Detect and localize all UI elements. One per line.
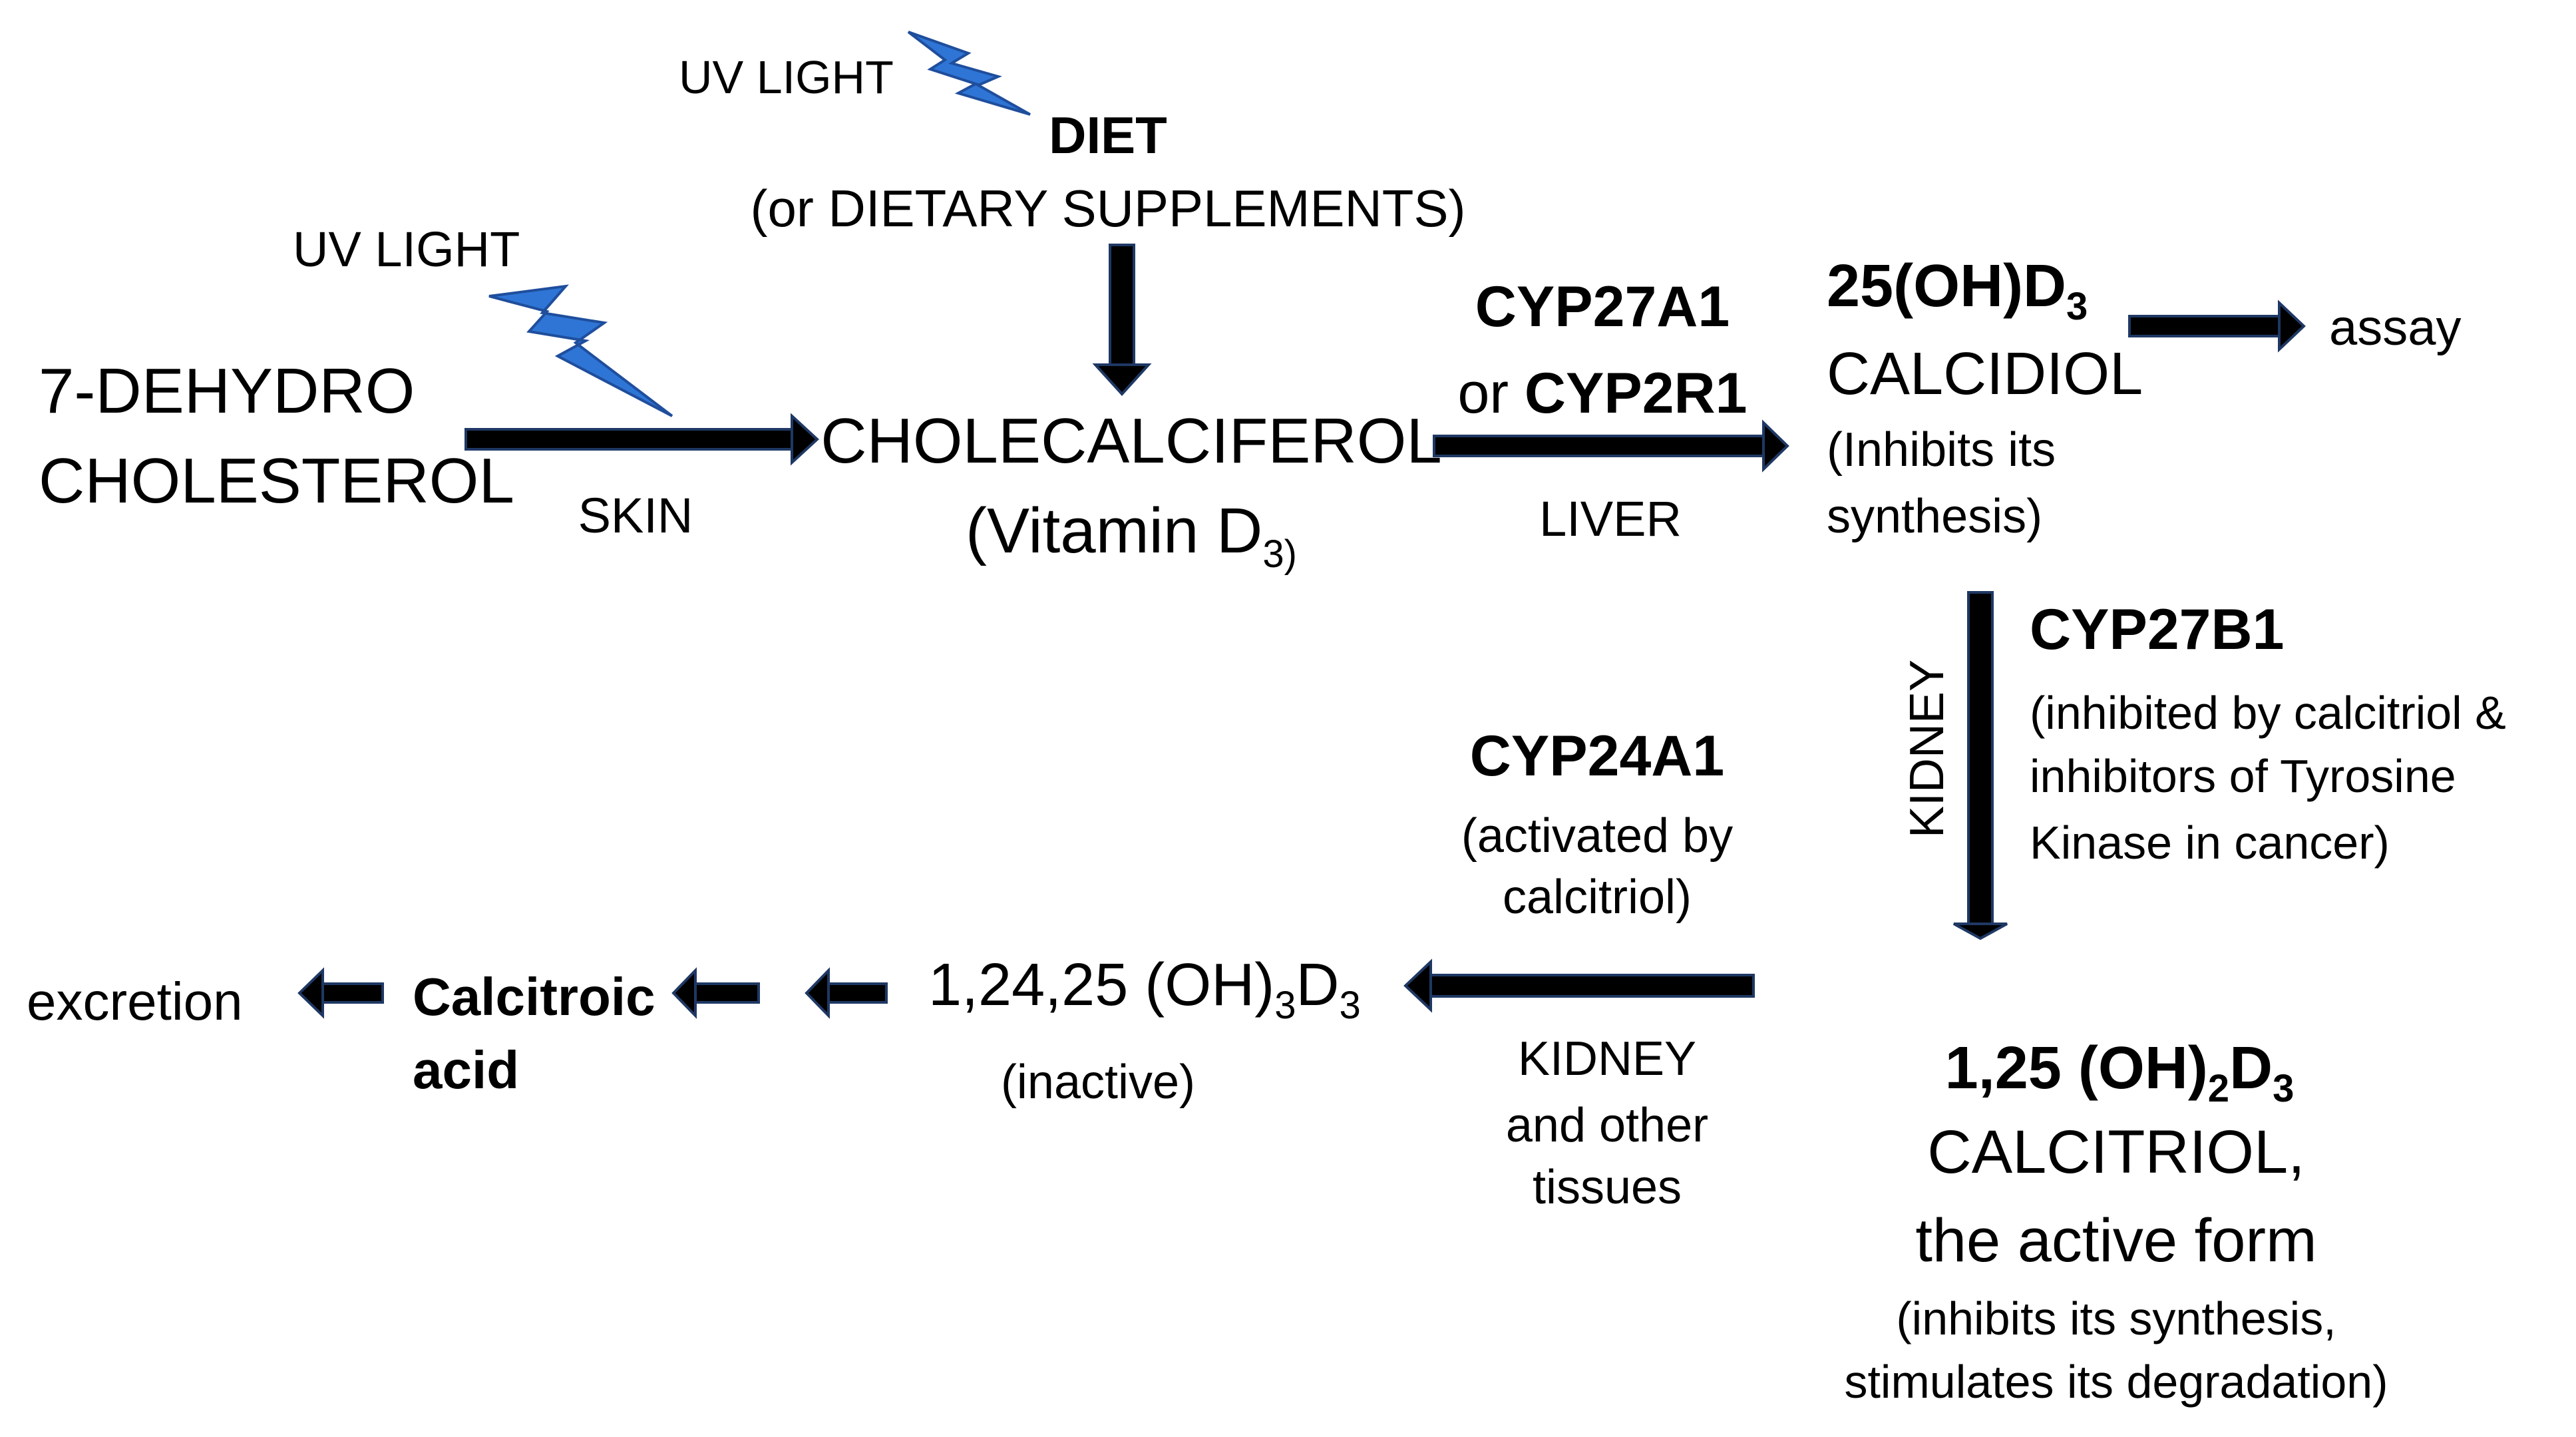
calcidiol-note-2: synthesis) (1827, 490, 2042, 543)
excretion-label: excretion (27, 972, 243, 1031)
uv-light-left-label: UV LIGHT (293, 222, 520, 277)
uv-light-top-label: UV LIGHT (679, 51, 894, 103)
cyp2r1-label: or CYP2R1 (1458, 361, 1748, 425)
calcitriol-desc: the active form (1915, 1207, 2316, 1275)
arrow-assay (2128, 300, 2306, 353)
kidney-tissues-2: and other (1506, 1099, 1708, 1152)
inactive-label: (inactive) (1001, 1056, 1195, 1109)
cyp24a1-note-1: (activated by (1461, 809, 1733, 863)
inactive-formula: 1,24,25 (OH)3D3 (928, 952, 1361, 1027)
cyp24a1-label: CYP24A1 (1470, 724, 1724, 788)
diet-sub-label: (or DIETARY SUPPLEMENTS) (751, 179, 1466, 238)
cyp27b1-label: CYP27B1 (2030, 598, 2284, 662)
assay-label: assay (2329, 300, 2462, 356)
kidney-tissues-3: tissues (1533, 1161, 1682, 1214)
calcitroic-acid-line2: acid (413, 1040, 519, 1100)
arrow-kidney-down (1953, 591, 2008, 940)
arrow-small-1 (805, 967, 888, 1019)
cholecalciferol-label: CHOLECALCIFEROL (821, 405, 1442, 477)
kidney-tissues-1: KIDNEY (1518, 1032, 1696, 1086)
kidney-vertical-label: KIDNEY (1901, 660, 1954, 838)
arrow-cyp24a1-left (1403, 958, 1755, 1013)
precursor-line1: 7-DEHYDRO (39, 355, 415, 427)
skin-label: SKIN (578, 488, 693, 543)
arrow-small-2 (671, 967, 760, 1019)
arrow-diet-down (1092, 244, 1152, 396)
diet-label: DIET (1049, 106, 1167, 164)
vitamin-d3-label: (Vitamin D3) (966, 495, 1297, 576)
cyp27b1-note-2: inhibitors of Tyrosine (2030, 750, 2456, 802)
calcitriol-name: CALCITRIOL, (1927, 1118, 2304, 1186)
arrow-skin (464, 413, 819, 466)
calcitriol-note-2: stimulates its degradation) (1844, 1356, 2388, 1408)
arrow-liver (1433, 419, 1789, 473)
calcidiol-name: CALCIDIOL (1827, 341, 2143, 407)
uv-lightning-top-icon (907, 31, 1031, 116)
calcitriol-note-1: (inhibits its synthesis, (1896, 1293, 2336, 1344)
precursor-line2: CHOLESTEROL (39, 445, 514, 516)
cyp27b1-note-1: (inhibited by calcitriol & (2030, 687, 2506, 739)
uv-lightning-left-icon (488, 284, 673, 417)
arrow-small-3 (297, 967, 384, 1019)
cyp27b1-note-3: Kinase in cancer) (2030, 817, 2390, 869)
calcitriol-formula: 1,25 (OH)2D3 (1945, 1035, 2295, 1110)
calcitroic-acid-line1: Calcitroic (413, 967, 655, 1026)
calcidiol-note-1: (Inhibits its (1827, 423, 2056, 477)
calcidiol-formula: 25(OH)D3 (1827, 253, 2088, 328)
cyp24a1-note-2: calcitriol) (1503, 871, 1692, 924)
cyp27a1-label: CYP27A1 (1475, 275, 1730, 339)
liver-label: LIVER (1539, 491, 1682, 546)
